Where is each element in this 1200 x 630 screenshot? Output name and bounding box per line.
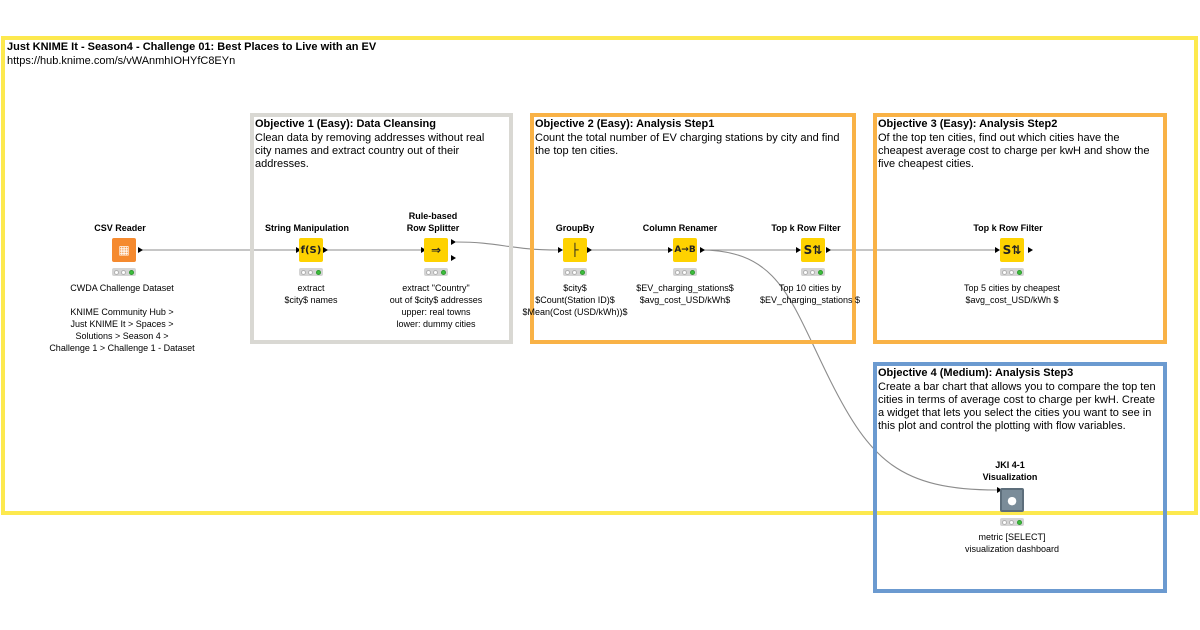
node-status-traffic-light	[673, 268, 697, 276]
objective-4-annotation: Objective 4 (Medium): Analysis Step3 Cre…	[873, 362, 1167, 593]
objective-2-annotation: Objective 2 (Easy): Analysis Step1 Count…	[530, 113, 856, 344]
objective-2-title: Objective 2 (Easy): Analysis Step1	[535, 118, 715, 130]
node-description: CWDA Challenge Dataset KNIME Community H…	[49, 283, 195, 353]
group-icon[interactable]: ├	[563, 238, 587, 262]
objective-3-title: Objective 3 (Easy): Analysis Step2	[878, 118, 1058, 130]
node-title: Top k Row Filter	[771, 223, 841, 233]
node-status-traffic-light	[112, 268, 136, 276]
node-title: GroupBy	[555, 223, 595, 233]
workflow-hub-link[interactable]: https://hub.knime.com/s/vWAnmhIOHYfC8EYn	[7, 55, 236, 67]
node-status-traffic-light	[1000, 268, 1024, 276]
main-annotation: Just KNIME It - Season4 - Challenge 01: …	[1, 36, 1198, 515]
node-description: metric [SELECT] visualization dashboard	[964, 532, 1060, 554]
node-title: Top k Row Filter	[973, 223, 1043, 233]
sort-filter-icon[interactable]: S⇅	[801, 238, 825, 262]
objective-3-annotation: Objective 3 (Easy): Analysis Step2 Of th…	[873, 113, 1167, 344]
node-title: String Manipulation	[265, 223, 349, 233]
node-description: Top 5 cities by cheapest $avg_cost_USD/k…	[963, 283, 1061, 305]
rename-icon[interactable]: A→B	[673, 238, 697, 262]
objective-1-title: Objective 1 (Easy): Data Cleansing	[255, 118, 436, 130]
objective-4-title: Objective 4 (Medium): Analysis Step3	[878, 367, 1074, 379]
objective-2-text: Count the total number of EV charging st…	[535, 132, 840, 157]
connection-splitter-to-groupby	[455, 241, 559, 251]
sort-filter-icon[interactable]: S⇅	[1000, 238, 1024, 262]
node-status-traffic-light	[424, 268, 448, 276]
objective-4-text: Create a bar chart that allows you to co…	[878, 381, 1156, 432]
node-title: Rule-based Row Splitter	[406, 211, 460, 233]
node-status-traffic-light	[563, 268, 587, 276]
component-robot-icon[interactable]: ●	[1000, 488, 1024, 512]
node-description: extract $city$ names	[284, 283, 338, 305]
node-description: extract "Country" out of $city$ addresse…	[389, 283, 483, 329]
node-title: Column Renamer	[642, 223, 718, 233]
node-description: Top 10 cities by $EV_charging_stations $	[759, 283, 861, 305]
objective-3-text: Of the top ten cities, find out which ci…	[878, 132, 1150, 170]
node-title: CSV Reader	[94, 223, 146, 233]
node-status-traffic-light	[1000, 518, 1024, 526]
string-function-icon[interactable]: f(S)	[299, 238, 323, 262]
objective-1-annotation: Objective 1 (Easy): Data Cleansing Clean…	[250, 113, 513, 344]
table-arrow-icon[interactable]: ▦	[112, 238, 136, 262]
node-status-traffic-light	[299, 268, 323, 276]
workflow-title: Just KNIME It - Season4 - Challenge 01: …	[7, 41, 377, 53]
node-description: $EV_charging_stations$ $avg_cost_USD/kWh…	[636, 283, 734, 305]
node-title: JKI 4-1 Visualization	[982, 460, 1038, 482]
node-status-traffic-light	[801, 268, 825, 276]
node-description: $city$ $Count(Station ID)$ $Mean(Cost (U…	[522, 283, 628, 317]
split-arrows-icon[interactable]: ⇒	[424, 238, 448, 262]
connection-renamer-to-component	[699, 249, 998, 491]
objective-1-text: Clean data by removing addresses without…	[255, 132, 485, 170]
